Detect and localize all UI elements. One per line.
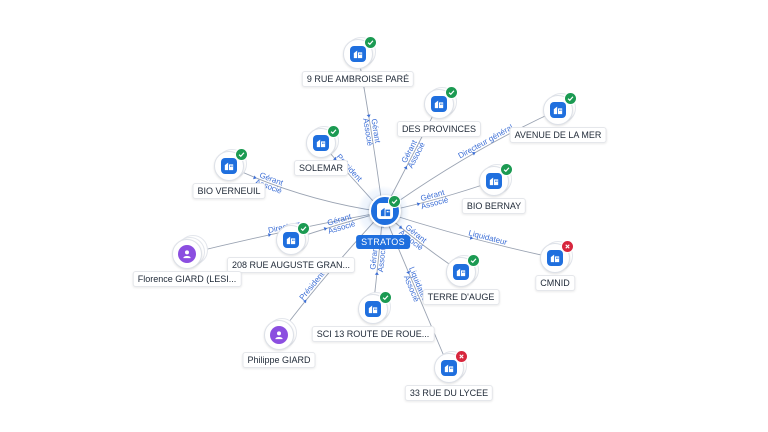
node-circle [434,353,464,383]
relationship-edge [382,211,450,369]
node-label: 208 RUE AUGUSTE GRAN... [226,257,356,273]
building-icon [350,46,366,62]
edge-arrow-icon [267,233,272,238]
edge-arrow-icon [398,225,403,229]
node-label: AVENUE DE LA MER [509,127,607,143]
node-circle [540,243,570,273]
edge-label: Gérant [368,244,380,270]
building-icon [313,135,329,151]
node-label: SOLEMAR [293,160,349,176]
edge-arrow-icon [374,271,379,276]
edge-arrow-icon [406,270,410,275]
check-icon [500,163,513,176]
node-label: Philippe GIARD [242,352,316,368]
node-label: BIO BERNAY [461,198,527,214]
node-label: 33 RUE DU LYCEE [404,385,494,401]
edge-arrow-icon [366,114,371,118]
node-circle [276,225,306,255]
check-icon [445,86,458,99]
edge-arrow-icon [403,166,408,170]
check-icon [388,195,401,208]
check-icon [364,36,377,49]
relationship-edge [228,165,384,213]
edge-label: Associé [376,243,388,272]
node-circle [479,166,509,196]
building-icon [221,158,237,174]
node-circle [214,151,244,181]
check-icon [327,125,340,138]
cross-icon [455,350,468,363]
node-label: DES PROVINCES [396,121,482,137]
building-icon [453,264,469,280]
edge-arrow-icon [323,227,328,231]
person-icon [178,245,196,263]
edge-arrow-icon [469,235,474,240]
edge-arrow-icon [253,175,257,180]
node-label: TERRE D'AUGE [422,289,500,305]
node-label: Florence GIARD (LESI... [132,271,242,287]
edge-label: Associé [361,118,374,148]
building-icon [431,96,447,112]
node-label: BIO VERNEUIL [192,183,266,199]
node-label: 9 RUE AMBROISE PARÉ [301,71,415,87]
edge-label: Liquidateur [468,228,509,247]
edge-arrow-icon [416,202,421,207]
node-circle [358,294,388,324]
check-icon [379,291,392,304]
building-icon [547,250,563,266]
edge-arrow-icon [332,156,337,161]
node-label: SCI 13 ROUTE DE ROUE... [311,326,435,342]
edge-label: Gérant [369,118,382,144]
building-icon [441,360,457,376]
check-icon [564,92,577,105]
edge-label: Président [298,270,327,302]
building-icon [486,173,502,189]
edge-arrow-icon [302,299,307,304]
check-icon [235,148,248,161]
cross-icon [561,240,574,253]
node-circle [172,239,202,269]
check-icon [297,222,310,235]
relationship-edge [382,211,556,259]
person-icon [270,326,288,344]
relationship-edge [382,109,559,213]
check-icon [467,254,480,267]
building-icon [365,301,381,317]
building-icon [380,207,390,216]
node-label: CMNID [535,275,575,291]
building-icon [283,232,299,248]
center-node-label: STRATOS [356,235,410,249]
node-circle [264,320,294,350]
edge-label-group: Président [298,270,327,304]
building-icon [550,102,566,118]
edge-arrow-icon [471,152,476,156]
